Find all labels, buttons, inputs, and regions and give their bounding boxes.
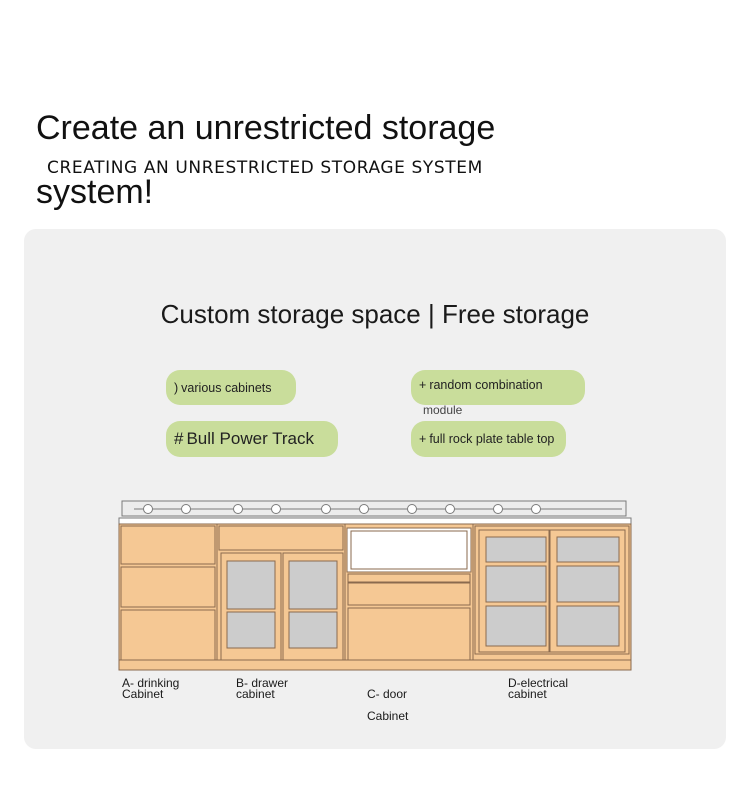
cabinet-illustration bbox=[118, 500, 632, 671]
feature-pill-random-combination: + random combination bbox=[411, 370, 585, 405]
feature-pill-bull-power-track: # Bull Power Track bbox=[166, 421, 338, 457]
feature-symbol: + bbox=[419, 432, 427, 446]
feature-symbol: # bbox=[174, 429, 184, 448]
cabinet-label-c: C- door Cabinet bbox=[367, 687, 409, 723]
page-title: Create an unrestricted storage system! bbox=[36, 109, 496, 211]
feature-extra-module: module bbox=[423, 403, 463, 417]
feature-symbol: + bbox=[419, 378, 427, 392]
panel-heading: Custom storage space | Free storage bbox=[160, 299, 590, 329]
storage-panel: Custom storage space | Free storage ) va… bbox=[24, 229, 726, 749]
feature-label: random combination bbox=[429, 378, 543, 392]
feature-pill-various-cabinets: ) various cabinets bbox=[166, 370, 296, 405]
feature-label: full rock plate table top bbox=[429, 432, 555, 446]
feature-label: various cabinets bbox=[181, 380, 272, 395]
cabinet-label-b: B- drawer cabinet bbox=[236, 676, 289, 701]
cabinet-label-a: A- drinking Cabinet bbox=[122, 676, 180, 701]
feature-pill-rock-plate: + full rock plate table top bbox=[411, 421, 566, 457]
feature-label: Bull Power Track bbox=[186, 429, 315, 448]
page-subtitle: CREATING AN UNRESTRICTED STORAGE SYSTEM bbox=[47, 158, 483, 178]
feature-symbol: ) bbox=[174, 380, 179, 395]
cabinet-label-d: D-electrical cabinet bbox=[508, 676, 569, 701]
